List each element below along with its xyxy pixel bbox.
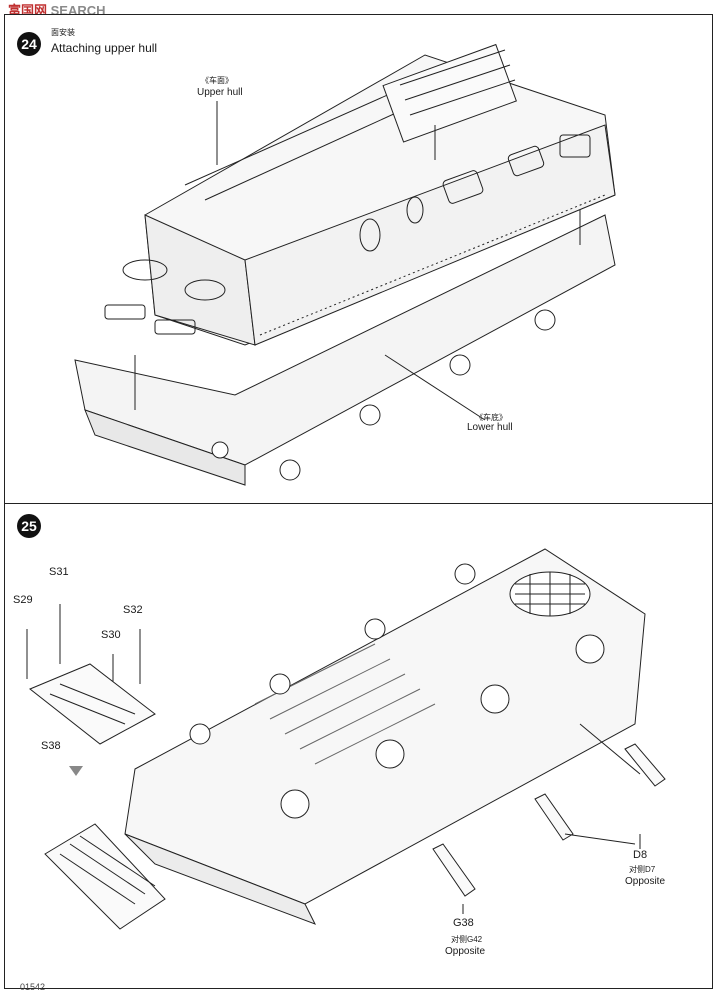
- part-label-d8: D8: [633, 849, 648, 861]
- step-number-badge: 25: [17, 514, 41, 538]
- upper-hull-label-cn: 《车面》: [201, 76, 233, 85]
- lower-hull-label: Lower hull: [467, 422, 513, 433]
- lower-hull-underside-drawing: [26, 548, 666, 930]
- part-label-g42-cn: 对侧G42: [451, 935, 483, 944]
- upper-hull-label: Upper hull: [197, 87, 243, 98]
- part-label-s29: S29: [13, 594, 33, 606]
- step-title-cn: 面安装: [51, 28, 75, 37]
- part-label-s38: S38: [41, 740, 61, 752]
- part-label-s31: S31: [49, 566, 69, 578]
- step-24-panel: 24 面安装 Attaching upper hull 《车面》 Upper h…: [4, 14, 713, 505]
- upper-hull-drawing: [74, 43, 616, 486]
- part-label-d7-opposite: Opposite: [625, 876, 666, 887]
- part-label-s30: S30: [101, 629, 121, 641]
- part-label-d7-cn: 对侧D7: [629, 865, 656, 874]
- step-25-panel: 25 S29 S31 S32 S30 S38 D8 对侧D7 Opposite …: [4, 503, 713, 989]
- part-label-g38: G38: [453, 917, 474, 929]
- part-label-g42-opposite: Opposite: [445, 946, 486, 957]
- lower-hull-label-cn: 《车底》: [475, 413, 507, 422]
- part-label-s32: S32: [123, 604, 143, 616]
- step-title: Attaching upper hull: [51, 41, 158, 55]
- footer-code: 01542: [20, 982, 46, 992]
- step-number-badge: 24: [17, 32, 41, 56]
